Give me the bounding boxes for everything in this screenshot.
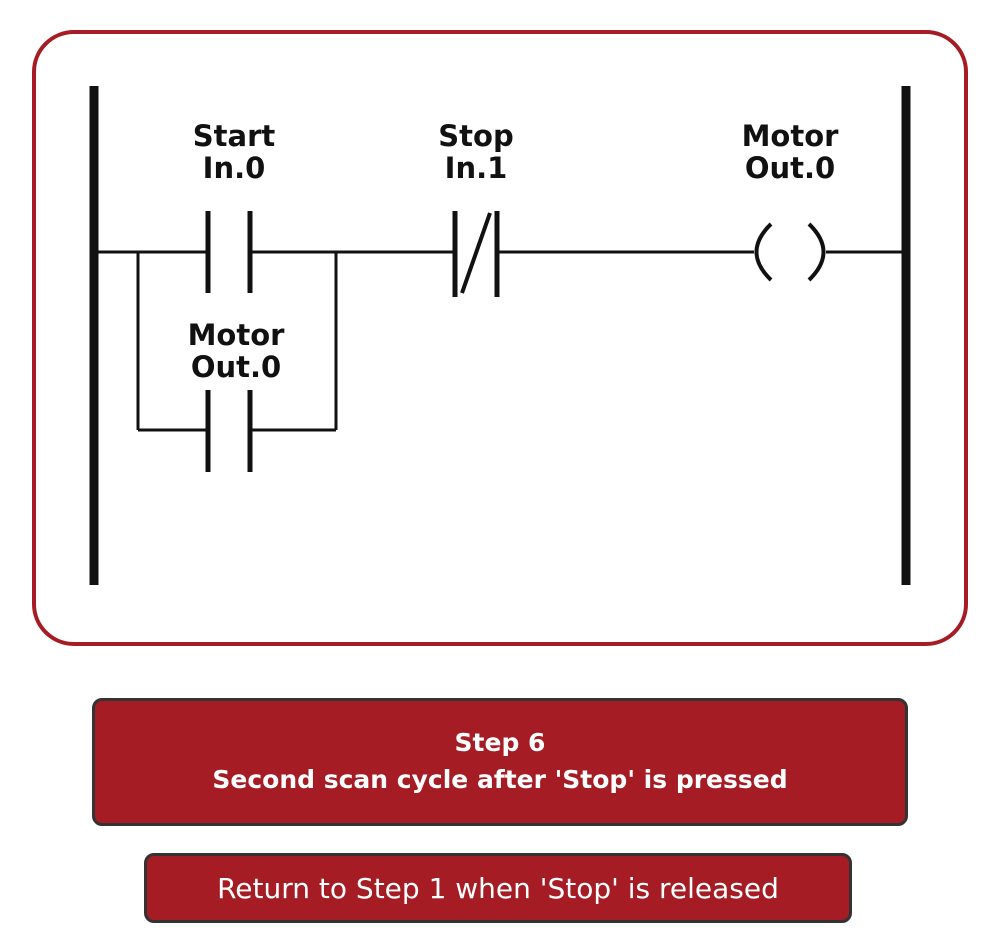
seal-in-contact-address: Out.0 [191,350,281,384]
start-contact-address: In.0 [203,151,266,185]
step-title: Step 6 [454,728,546,757]
motor-seal-in-contact [205,390,253,472]
start-contact [205,211,253,293]
return-note: Return to Step 1 when 'Stop' is released [144,853,852,923]
stop-contact-address: In.1 [445,151,508,185]
motor-output-coil [754,222,826,282]
return-note-text: Return to Step 1 when 'Stop' is released [217,871,779,905]
seal-in-contact-name: Motor [188,318,286,352]
ladder-diagram-frame [32,30,968,646]
stop-contact [452,211,500,297]
stop-contact-name: Stop [438,119,513,153]
step-banner: Step 6 Second scan cycle after 'Stop' is… [92,698,908,826]
step-description: Second scan cycle after 'Stop' is presse… [212,765,788,794]
seal-in-branch [136,252,338,432]
coil-address: Out.0 [745,151,835,185]
coil-name: Motor [742,119,840,153]
start-contact-name: Start [193,119,276,153]
